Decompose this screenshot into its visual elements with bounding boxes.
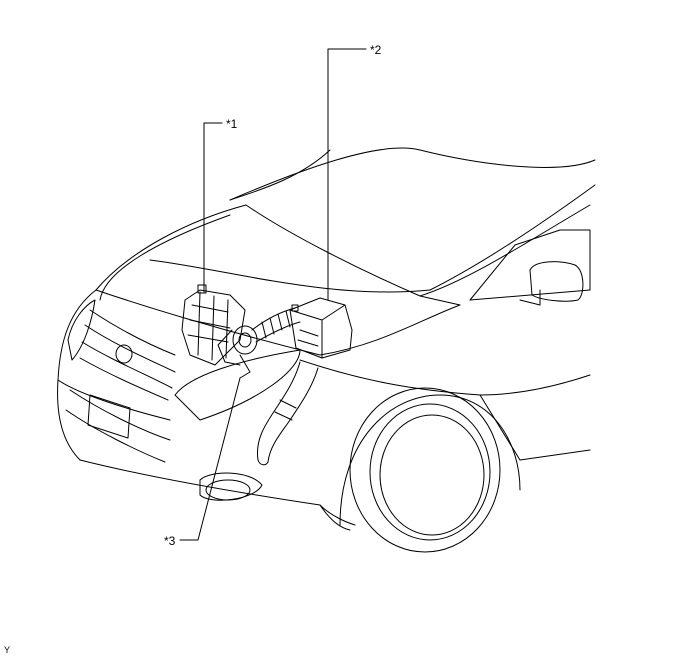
leader-line-2: [328, 49, 366, 300]
leader-line-3: [180, 378, 240, 540]
figure-code: Y: [4, 645, 11, 655]
leader-line-1: [204, 123, 222, 292]
leader-lines: [180, 49, 366, 540]
air-cleaner: [290, 298, 352, 358]
intake-duct: [257, 362, 318, 465]
throttle-body: [218, 326, 257, 378]
callout-label-2: *2: [370, 43, 382, 57]
callout-label-3: *3: [164, 534, 176, 548]
air-hose: [252, 308, 300, 342]
callout-label-1: *1: [226, 117, 238, 131]
car-body: [58, 148, 595, 552]
intake-manifold: [182, 285, 245, 365]
